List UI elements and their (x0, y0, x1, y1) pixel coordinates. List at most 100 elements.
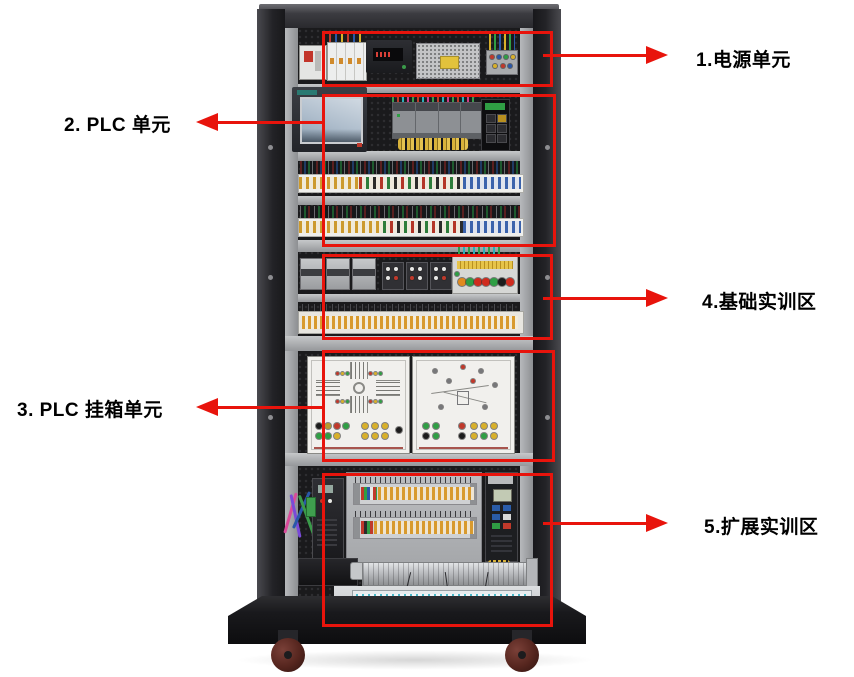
vfd-vents (491, 535, 512, 555)
caster-hub (284, 651, 292, 659)
caster-wheel (266, 630, 312, 674)
relay-module (382, 262, 404, 290)
hmi-power-led (357, 143, 362, 147)
contactor-band (353, 269, 375, 276)
contactor (326, 258, 350, 290)
screw-icon (545, 415, 550, 420)
panel-title-strip (314, 447, 403, 449)
din-colored-terminals (361, 521, 373, 534)
callout-bracket-plc-hanging-box-unit (322, 350, 555, 462)
plc-bottom-band (393, 133, 481, 138)
din-terminal-strip-1 (353, 483, 477, 505)
callout-bracket-basic-training-area (322, 254, 553, 340)
callout-arrow-power-unit (543, 54, 649, 57)
servo-display (318, 485, 333, 493)
caster-wheel (500, 630, 546, 674)
terminal-strip-yellow (298, 311, 524, 334)
vfd-drive (485, 472, 518, 562)
psu-label (440, 56, 459, 69)
terminal-segment-orange (299, 221, 383, 233)
hmi-touchscreen (292, 87, 367, 152)
plc-divider (415, 103, 416, 138)
callout-arrow-expansion-training-area (543, 522, 649, 525)
din-end-cap (354, 518, 360, 538)
contactor (300, 258, 324, 290)
plc-divider (460, 103, 461, 138)
rack-post-right (533, 9, 561, 616)
terminal-strip-row-1 (298, 174, 524, 193)
callout-label-power-unit: 1.电源单元 (696, 50, 791, 71)
callout-arrow-basic-training-area (543, 297, 649, 300)
hmi-brand-label (297, 90, 317, 95)
terminal-segment-blue (463, 221, 521, 233)
vfd-top-cap (488, 475, 513, 484)
terminal-segment-blue (463, 177, 521, 189)
contactor-band (301, 269, 323, 276)
terminal-segment-mixed (383, 221, 463, 233)
callout-label-basic-training-area: 4.基础实训区 (702, 292, 817, 313)
callout-arrow-plc-unit (205, 121, 325, 124)
relay-module (430, 262, 452, 290)
callout-arrow-plc-hanging-box-unit (205, 406, 325, 409)
ethernet-switch (481, 99, 510, 151)
row-separator (298, 84, 520, 93)
contactor-band (327, 269, 349, 276)
rack-post-left (257, 9, 285, 616)
row-separator (298, 294, 520, 302)
terminal-connector-block (486, 50, 518, 75)
panel-title-strip (419, 447, 508, 449)
screw-icon (268, 415, 273, 420)
terminal-wires (300, 206, 520, 218)
switch-port (497, 124, 507, 133)
rack-top-cap (259, 4, 559, 31)
vfd-button (503, 505, 511, 511)
callout-bracket-power-unit (322, 31, 553, 87)
callout-label-plc-hanging-box-unit: 3. PLC 挂箱单元 (17, 400, 163, 421)
road-horizontal-right (376, 380, 400, 396)
vfd-button-red (503, 523, 511, 529)
row-separator (298, 196, 520, 205)
vfd-button (503, 514, 511, 520)
breaker-toggle (315, 51, 321, 71)
hanging-panel-machine-diagram (412, 356, 515, 454)
plc-divider (438, 103, 439, 138)
callout-label-expansion-training-area: 5.扩展实训区 (704, 517, 819, 538)
pushbutton-panel-wires (458, 246, 500, 256)
breaker-red-flag (304, 51, 313, 62)
plc-yellow-wiring (398, 138, 468, 150)
din-colored-terminals (361, 487, 377, 500)
intersection-center-icon (353, 382, 365, 394)
switch-port (497, 134, 507, 143)
breaker-wires (329, 32, 363, 42)
meter-digits (376, 52, 392, 57)
row-separator (298, 151, 520, 161)
arrowhead-left-icon (196, 398, 218, 416)
servo-drive (306, 478, 344, 562)
road-vertical-bottom (350, 396, 368, 413)
plc-status-led (397, 114, 400, 117)
switch-port (486, 114, 496, 123)
switch-port (486, 134, 496, 143)
vfd-button (492, 514, 500, 520)
circuit-breaker-main (327, 42, 367, 81)
din-end-cap (354, 484, 360, 504)
callout-label-plc-unit: 2. PLC 单元 (64, 115, 171, 136)
din-strip-wires (355, 477, 471, 483)
arrowhead-right-icon (646, 514, 668, 532)
din-terminal-strip-2 (353, 517, 477, 539)
pushbutton-terminal-strip (457, 261, 513, 269)
plc-wires-top (392, 94, 476, 102)
switch-label (485, 103, 505, 110)
contactor (352, 258, 376, 290)
terminal-strip-row-2 (298, 218, 524, 237)
vfd-display (493, 489, 512, 502)
schematic-rect (457, 391, 469, 405)
terminal-wires (300, 161, 520, 174)
din-terminals (378, 487, 474, 500)
callout-bracket-plc-unit (322, 94, 556, 247)
terminal-segment-yellow (302, 316, 518, 329)
breaker-marks (330, 58, 363, 64)
caster-hub (518, 651, 526, 659)
plc-top-band (393, 103, 481, 111)
